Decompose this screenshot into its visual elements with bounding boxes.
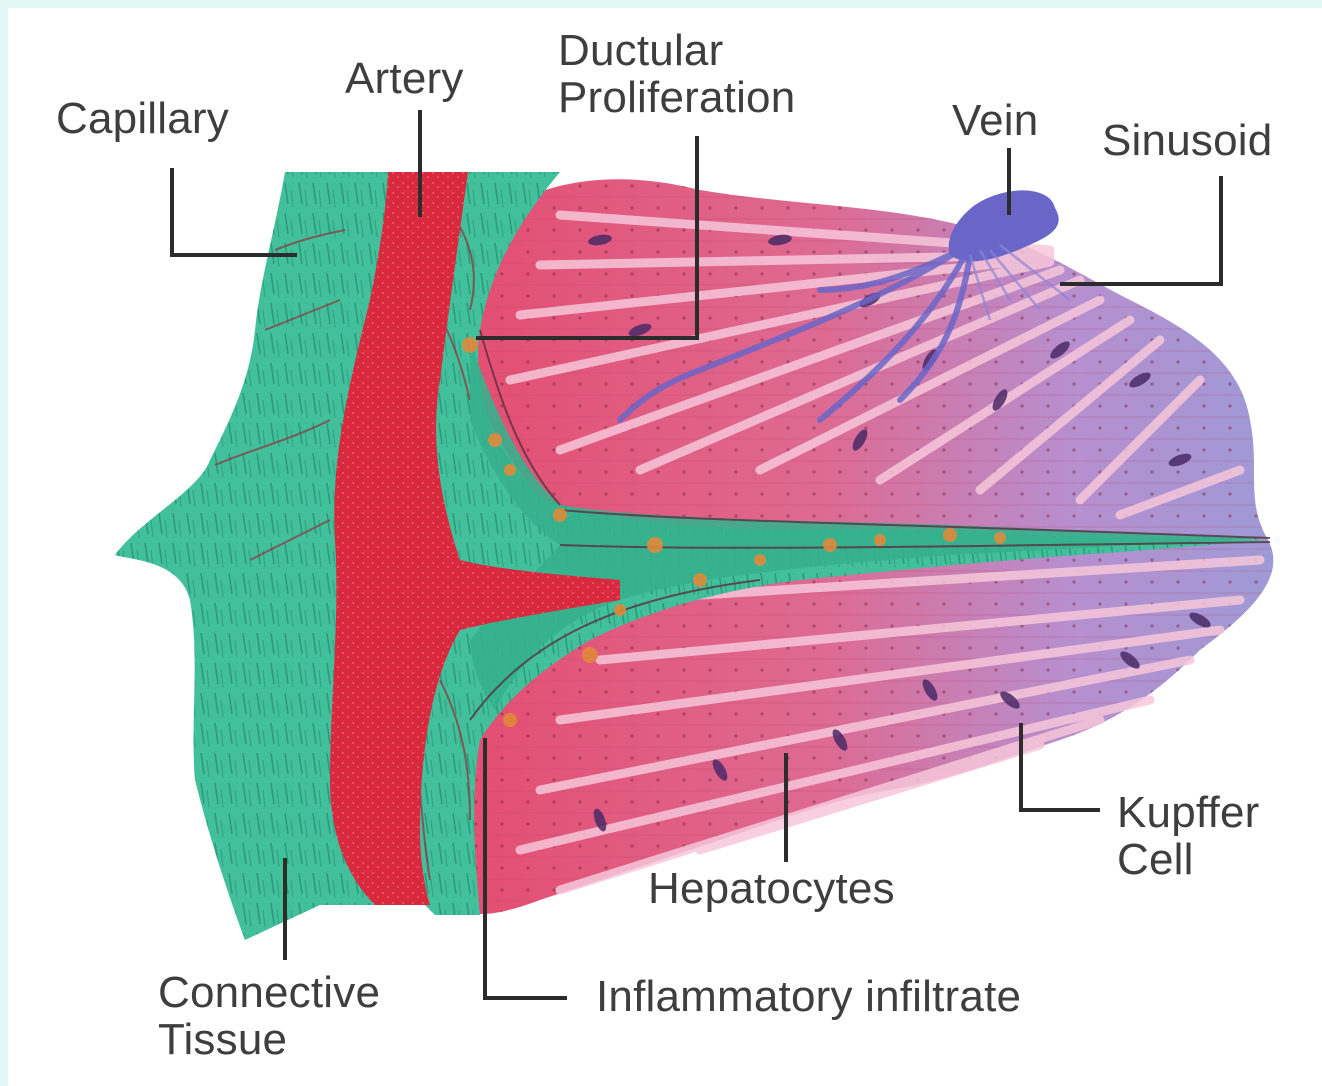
label-kupffer-cell: Kupffer Cell xyxy=(1117,790,1259,883)
label-kupffer-line-2: Cell xyxy=(1117,837,1259,884)
label-vein: Vein xyxy=(952,98,1038,145)
label-hepatocytes: Hepatocytes xyxy=(648,866,895,913)
label-sinusoid: Sinusoid xyxy=(1102,118,1272,165)
label-ductular-line-2: Proliferation xyxy=(558,75,795,122)
label-capillary: Capillary xyxy=(56,96,229,143)
label-artery: Artery xyxy=(345,56,464,103)
label-kupffer-line-1: Kupffer xyxy=(1117,790,1259,837)
label-ductular-line-1: Ductular xyxy=(558,28,795,75)
label-connective-line-1: Connective xyxy=(158,970,380,1017)
label-ductular-proliferation: Ductular Proliferation xyxy=(558,28,795,121)
label-inflammatory-infiltrate: Inflammatory infiltrate xyxy=(596,974,1021,1021)
label-connective-line-2: Tissue xyxy=(158,1017,380,1064)
label-connective-tissue: Connective Tissue xyxy=(158,970,380,1063)
